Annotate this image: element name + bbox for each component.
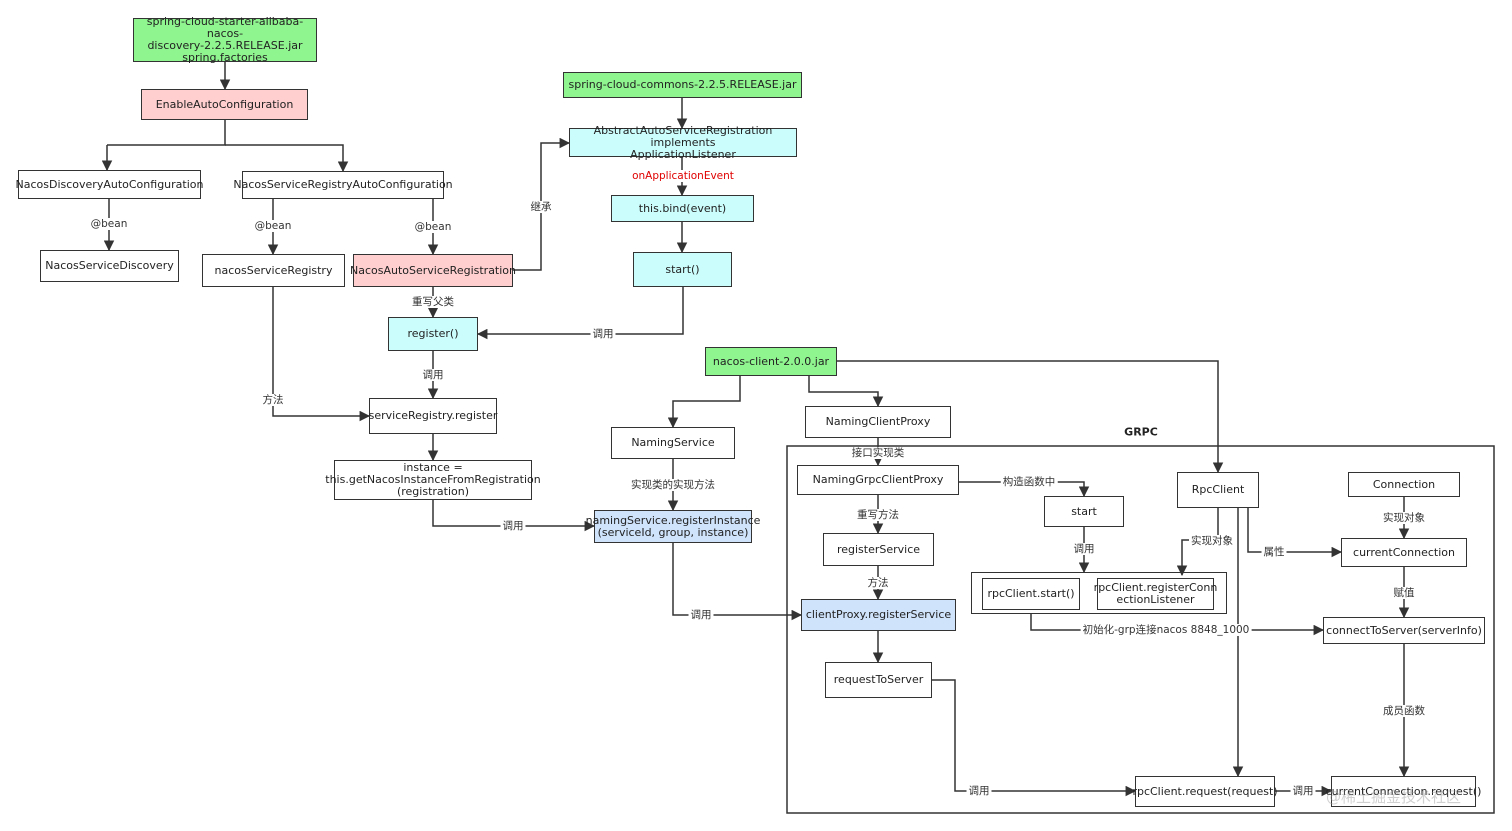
watermark: @稀土掘金技术社区 <box>1326 788 1462 806</box>
label-on-application-event: onApplicationEvent <box>630 170 736 182</box>
node-auto-service-registration: NacosAutoServiceRegistration <box>350 254 516 287</box>
node-start: start() <box>633 252 732 287</box>
grpc-group-title: GRPC <box>1124 425 1158 439</box>
node-discovery-auto-configuration: NacosDiscoveryAutoConfiguration <box>16 170 203 199</box>
label-init-grpc: 初始化-grp连接nacos 8848_1000 <box>1080 624 1252 636</box>
node-starter-jar: spring-cloud-starter-alibaba-nacos- disc… <box>133 16 317 64</box>
edge-constructor-to-start <box>959 481 1090 498</box>
edge-enable-to-registry-auto <box>225 144 349 173</box>
label-call-conn-request: 调用 <box>1290 785 1316 797</box>
label-constructor: 构造函数中 <box>1000 476 1058 488</box>
node-rpc-client-start: rpcClient.start() <box>982 578 1080 610</box>
node-service-discovery: NacosServiceDiscovery <box>40 250 179 282</box>
node-rpc-start-group <box>971 572 1227 614</box>
label-inherit: 继承 <box>528 201 554 213</box>
edge-service-registry-method <box>272 287 371 422</box>
edge-client-jar-to-rpc-client <box>837 360 1224 474</box>
edge-register-instance-to-client-proxy <box>672 543 803 621</box>
edge-client-jar-to-naming-service <box>667 376 741 429</box>
node-naming-service: NamingService <box>611 427 735 459</box>
label-attribute: 属性 <box>1261 546 1287 558</box>
node-rpc-register-connection-listener: rpcClient.registerConn ectionListener <box>1094 578 1217 610</box>
label-override-parent: 重写父类 <box>410 296 456 308</box>
node-request-to-server: requestToServer <box>825 662 932 698</box>
node-connection: Connection <box>1348 472 1460 497</box>
label-call-proxy: 调用 <box>688 609 714 621</box>
label-assign: 赋值 <box>1391 587 1417 599</box>
edge-rpc-client-attribute <box>1247 508 1343 558</box>
node-enable-auto-configuration: EnableAutoConfiguration <box>141 89 308 120</box>
node-current-connection-request: currentConnection.request() <box>1326 776 1481 807</box>
node-connect-to-server: connectToServer(serverInfo) <box>1323 617 1485 644</box>
edge-enable-split-left <box>107 120 226 146</box>
node-client-proxy-register-service: clientProxy.registerService <box>801 599 956 631</box>
label-member-function: 成员函数 <box>1381 705 1427 717</box>
label-impl-object-1: 实现对象 <box>1189 535 1235 547</box>
edge-start-to-register <box>476 287 684 340</box>
node-naming-client-proxy: NamingClientProxy <box>805 406 951 438</box>
node-rpc-client: RpcClient <box>1177 472 1259 508</box>
node-commons-jar: spring-cloud-commons-2.2.5.RELEASE.jar <box>563 72 802 98</box>
grpc-group-frame <box>786 445 1495 814</box>
node-register-service: registerService <box>823 533 934 566</box>
label-call-request: 调用 <box>966 785 992 797</box>
node-this-bind: this.bind(event) <box>611 195 754 222</box>
label-override-method: 重写方法 <box>855 509 901 521</box>
edge-client-jar-to-naming-client-proxy <box>808 376 884 408</box>
label-call-naming: 调用 <box>500 520 526 532</box>
label-bean-1: @bean <box>88 218 130 230</box>
label-method-1: 方法 <box>260 394 286 406</box>
node-current-connection: currentConnection <box>1341 538 1467 567</box>
label-method-2: 方法 <box>865 577 891 589</box>
node-grpc-start: start <box>1044 496 1124 527</box>
node-service-registry: nacosServiceRegistry <box>202 254 345 287</box>
node-naming-register-instance: namingService.registerInstance (serviceI… <box>586 510 760 543</box>
label-bean-3: @bean <box>412 221 454 233</box>
label-impl-object-2: 实现对象 <box>1381 512 1427 524</box>
node-abstract-auto-service-registration: AbstractAutoServiceRegistration implemen… <box>569 124 797 160</box>
label-bean-2: @bean <box>252 220 294 232</box>
node-registry-register: serviceRegistry.register <box>369 398 497 434</box>
label-impl-method: 实现类的实现方法 <box>629 479 717 491</box>
node-rpc-client-request: rpcClient.request(request) <box>1132 776 1278 807</box>
node-instance-from-registration: instance = this.getNacosInstanceFromRegi… <box>325 460 541 500</box>
edge-instance-to-naming-register <box>432 500 596 532</box>
node-register: register() <box>388 317 478 351</box>
label-call-registry: 调用 <box>420 369 446 381</box>
node-naming-grpc-client-proxy: NamingGrpcClientProxy <box>797 465 959 495</box>
node-nacos-client-jar: nacos-client-2.0.0.jar <box>705 347 837 376</box>
label-interface-impl: 接口实现类 <box>849 447 907 459</box>
label-call-start: 调用 <box>1071 543 1097 555</box>
node-registry-auto-configuration: NacosServiceRegistryAutoConfiguration <box>233 171 453 199</box>
edge-request-to-server-to-rpc-request <box>932 679 1137 797</box>
label-call-register: 调用 <box>590 328 616 340</box>
